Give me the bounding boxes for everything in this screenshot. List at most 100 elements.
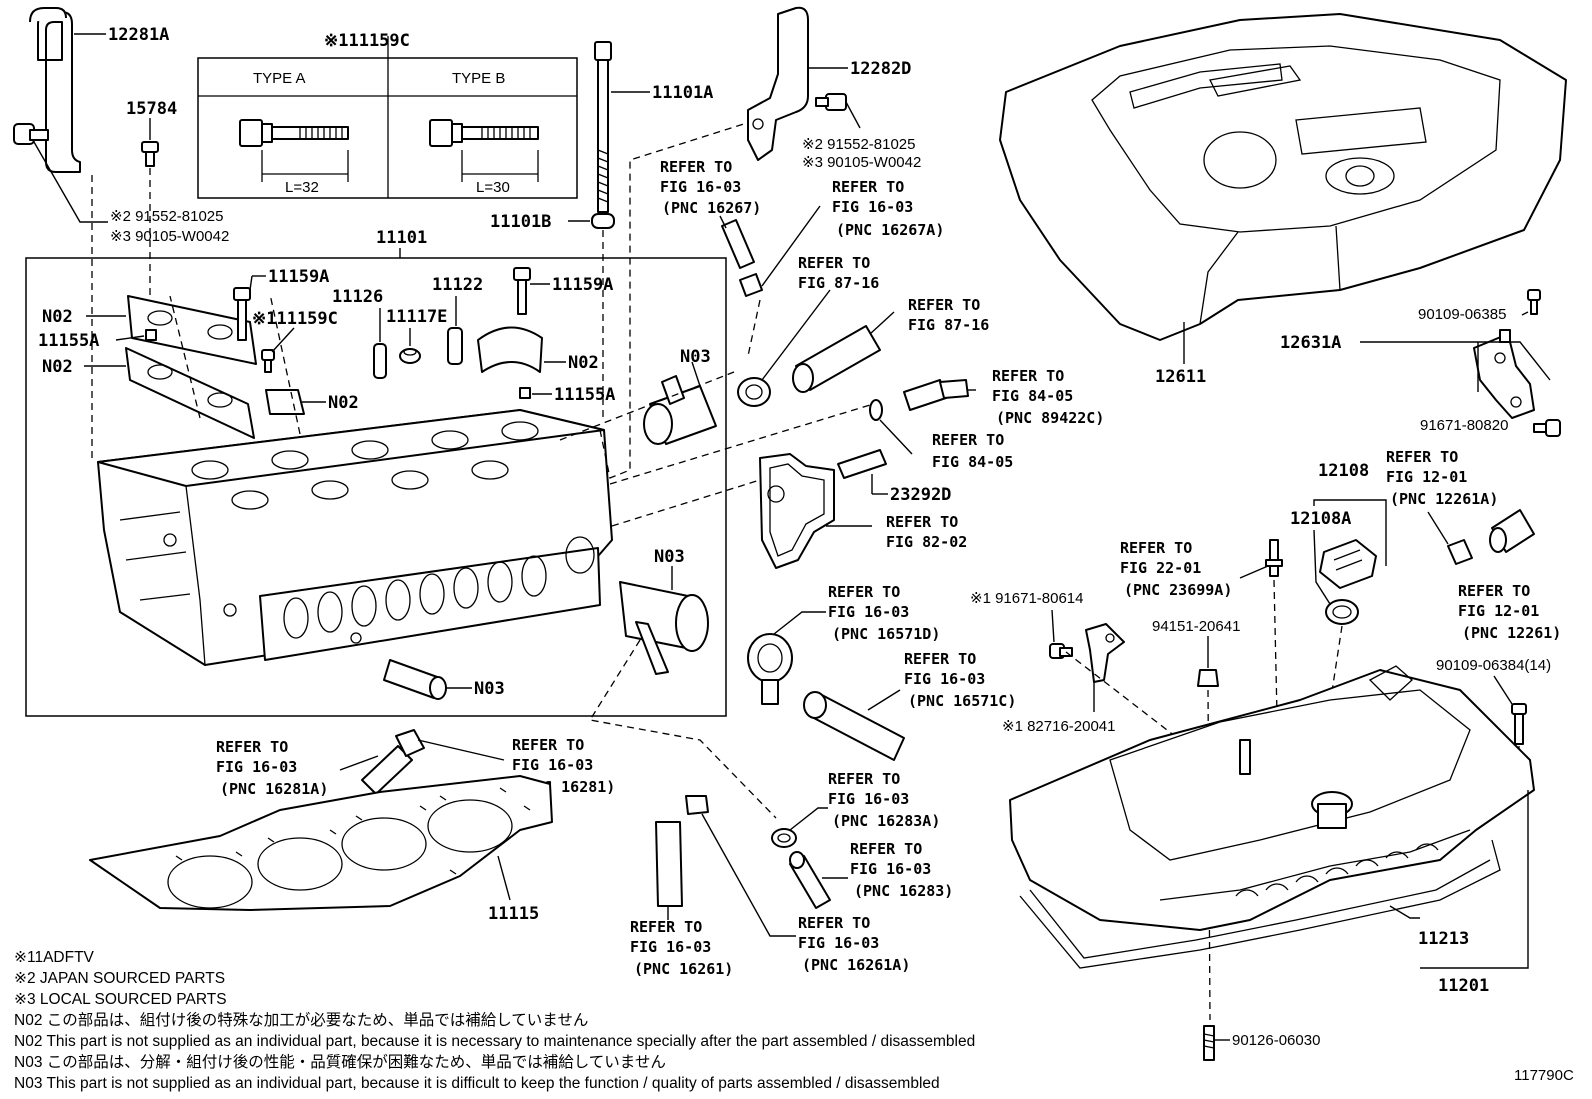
stud-12631a[interactable] (1499, 329, 1511, 343)
svg-text:REFER TO: REFER TO (828, 583, 900, 601)
svg-text:REFER TO: REFER TO (828, 770, 900, 788)
refer-block-r6[interactable]: REFER TO FIG 84-05 (932, 431, 1013, 471)
bolt-90109-06385[interactable] (1527, 289, 1541, 315)
label-91552-left: ※2 91552-81025 (110, 208, 224, 225)
label-90126-06030: 90126-06030 (1232, 1032, 1320, 1049)
bolt-91552-left[interactable] (13, 123, 49, 145)
guide-11122[interactable] (447, 327, 463, 365)
refer-block-r5[interactable]: REFER TO FIG 84-05 (PNC 89422C) (992, 367, 1104, 427)
label-n02-d: N02 (568, 353, 599, 373)
bolt-91552-right[interactable] (815, 93, 847, 111)
bracket-12282d[interactable] (747, 6, 809, 161)
refer-block-r1[interactable]: REFER TO FIG 16-03 (PNC 16267) (660, 158, 761, 217)
hose-16571c[interactable] (803, 691, 905, 761)
bolt-11101a[interactable] (594, 41, 612, 213)
svg-text:FIG 22-01: FIG 22-01 (1120, 559, 1201, 577)
refer-block-r7[interactable]: REFER TO FIG 82-02 (886, 513, 967, 551)
hose-16261[interactable] (655, 795, 709, 907)
fitting-n03-middle[interactable] (619, 581, 709, 675)
gasket-82-02[interactable] (759, 453, 835, 569)
gasket-12108a[interactable] (1325, 599, 1359, 625)
plug-11117e[interactable] (399, 348, 421, 364)
svg-text:(PNC 16261): (PNC 16261) (634, 960, 733, 978)
stud-90126-06030[interactable] (1203, 1025, 1215, 1061)
refer-block-r15[interactable]: REFER TO FIG 16-03 (PNC 16261A) (798, 914, 910, 974)
hose-16267[interactable] (721, 219, 755, 269)
bolt-15784[interactable] (141, 141, 159, 167)
fitting-n03-top[interactable] (643, 375, 717, 445)
bolt-11159a-left[interactable] (233, 287, 251, 341)
refer-block-r10[interactable]: REFER TO FIG 16-03 (PNC 16283A) (828, 770, 940, 830)
hose-12261[interactable] (1489, 509, 1535, 553)
hose-16283[interactable] (789, 851, 831, 909)
label-91671-80820: 91671-80820 (1420, 417, 1508, 434)
label-n03-a: N03 (680, 347, 711, 367)
svg-text:(PNC 16267A): (PNC 16267A) (836, 221, 944, 239)
fitting-n03-bottom[interactable] (383, 659, 447, 700)
svg-text:REFER TO: REFER TO (630, 918, 702, 936)
hose-16281a[interactable] (361, 729, 425, 795)
bolt-11159c[interactable] (261, 349, 275, 373)
hose-87-16[interactable] (792, 325, 881, 393)
clip-12261a[interactable] (1447, 539, 1473, 565)
label-91671-80614: ※1 91671-80614 (970, 590, 1084, 607)
label-90109-06384: 90109-06384(14) (1436, 657, 1551, 674)
cam-cap-n02-right[interactable] (477, 326, 543, 373)
engine-cover-12611[interactable] (999, 13, 1567, 341)
label-11101a: 11101A (652, 83, 713, 103)
nut-94151-20641[interactable] (1197, 669, 1219, 687)
oil-filler-cap-12108[interactable] (1319, 539, 1377, 589)
refer-block-r17[interactable]: REFER TO FIG 12-01 (PNC 12261A) (1386, 448, 1498, 508)
footnote-3: ※3 LOCAL SOURCED PARTS (14, 991, 227, 1008)
label-11155a-2: 11155A (554, 385, 615, 405)
sensor-89422c[interactable] (903, 379, 969, 411)
clamp-87-16[interactable] (737, 377, 771, 407)
bracket-82716-20041[interactable] (1085, 623, 1125, 683)
label-n03-c: N03 (474, 679, 505, 699)
head-gasket-11115[interactable] (89, 775, 553, 911)
pin-11155a-right[interactable] (519, 387, 531, 399)
clip-16283a[interactable] (771, 828, 797, 848)
label-n02-c: N02 (328, 393, 359, 413)
gasket-84-05[interactable] (869, 399, 883, 421)
refer-block-r4[interactable]: REFER TO FIG 87-16 (908, 296, 989, 334)
refer-block-r9[interactable]: REFER TO FIG 16-03 (PNC 16571C) (904, 650, 1016, 710)
guide-11126[interactable] (373, 343, 387, 379)
valve-cover-11213[interactable] (1009, 665, 1535, 931)
bolt-11159a-right[interactable] (513, 267, 531, 315)
clip-16267a[interactable] (739, 273, 763, 297)
bracket-12631a[interactable] (1473, 333, 1535, 419)
refer-block-r18[interactable]: REFER TO FIG 12-01 (PNC 12261) (1458, 582, 1561, 642)
cam-cap-n02-lower[interactable] (125, 347, 255, 439)
footnote-1: ※11ADFTV (14, 949, 95, 966)
refer-block-r14[interactable]: REFER TO FIG 16-03 (PNC 16261) (630, 918, 733, 978)
refer-block-r16[interactable]: REFER TO FIG 22-01 (PNC 23699A) (1120, 539, 1232, 599)
refer-block-r11[interactable]: REFER TO FIG 16-03 (PNC 16283) (850, 840, 953, 900)
cylinder-head-11101[interactable] (97, 409, 613, 666)
refer-block-r8[interactable]: REFER TO FIG 16-03 (PNC 16571D) (828, 583, 940, 643)
bolt-90109-06384[interactable] (1511, 703, 1527, 745)
pin-11155a-left[interactable] (145, 329, 157, 341)
clamp-16571d[interactable] (747, 633, 793, 705)
bolt-91671-80820[interactable] (1533, 419, 1561, 437)
label-15784: 15784 (126, 99, 177, 119)
valve-cover-gasket[interactable] (1019, 839, 1501, 969)
refer-block-r2[interactable]: REFER TO FIG 16-03 (PNC 16267A) (832, 178, 944, 239)
label-12108: 12108 (1318, 461, 1369, 481)
svg-text:FIG 87-16: FIG 87-16 (798, 274, 879, 292)
svg-text:(PNC 16571C): (PNC 16571C) (908, 692, 1016, 710)
cam-cap-n02-upper[interactable] (127, 295, 257, 365)
label-11126: 11126 (332, 287, 383, 307)
stud-23292d[interactable] (837, 449, 887, 479)
refer-block-r12[interactable]: REFER TO FIG 16-03 (PNC 16281A) (216, 738, 328, 798)
pcv-valve-23699a[interactable] (1265, 539, 1283, 577)
refer-block-r3[interactable]: REFER TO FIG 87-16 (798, 254, 879, 292)
washer-11101b[interactable] (591, 213, 615, 229)
cam-cap-n02-small[interactable] (265, 389, 305, 415)
bolt-91671-80614[interactable] (1049, 643, 1073, 659)
bolt-type-b (429, 119, 539, 182)
svg-text:FIG 16-03: FIG 16-03 (798, 934, 879, 952)
svg-text:REFER TO: REFER TO (932, 431, 1004, 449)
svg-text:REFER TO: REFER TO (992, 367, 1064, 385)
